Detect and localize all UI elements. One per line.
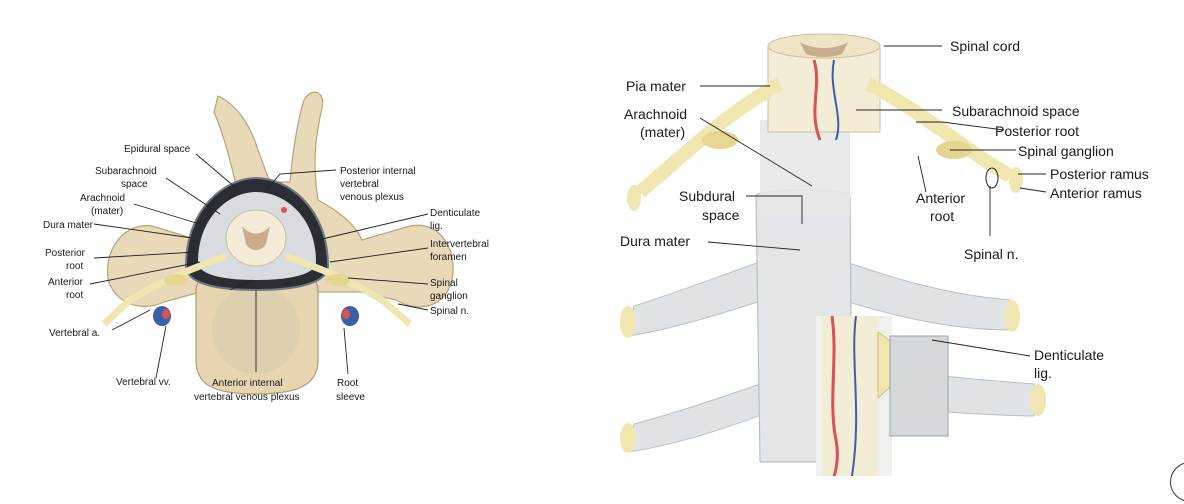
subarachnoid-space-label: Subarachnoid space <box>952 103 1080 119</box>
subdural-space-label-2: space <box>702 207 740 223</box>
spinal-ganglion-label: Spinal ganglion <box>1018 143 1114 159</box>
anterior-internal-plexus-label-1: Anterior internal <box>212 378 283 389</box>
nerve-end-right-upper <box>1004 300 1020 332</box>
anterior-root-label-1: Anterior <box>48 277 84 288</box>
posterior-internal-plexus-label-2: vertebral <box>340 179 379 190</box>
meninges-figure <box>620 33 1046 477</box>
left-leader-lines <box>89 153 429 379</box>
subdural-space-label-1: Subdural <box>679 188 735 204</box>
anterior-internal-plexus-label-2: vertebral venous plexus <box>194 392 300 403</box>
cord-top-grey-matter <box>800 42 848 57</box>
upper-left-ganglion <box>702 131 738 149</box>
anterior-ramus-label: Anterior ramus <box>1050 185 1142 201</box>
spinal-cord-label: Spinal cord <box>950 38 1020 54</box>
arachnoid-label-1: Arachnoid <box>80 193 125 204</box>
arachnoid-sheath <box>760 120 850 216</box>
spinal-ganglion-label-1: Spinal <box>430 278 458 289</box>
denticulate-lig-label-1: Denticulate <box>430 208 480 219</box>
dura-sleeve-right-lower <box>943 375 1035 417</box>
posterior-root-label-2: root <box>66 261 83 272</box>
anterior-root-label-2: root <box>66 290 83 301</box>
posterior-internal-plexus-label-3: venous plexus <box>340 192 404 203</box>
cross-section-figure <box>101 91 454 395</box>
arachnoid-label-2: (mater) <box>640 124 685 140</box>
posterior-root-label-1: Posterior <box>45 248 86 259</box>
right-leader-lines <box>699 45 1047 357</box>
subarachnoid-space-label-1: Subarachnoid <box>95 166 157 177</box>
posterior-ramus-label: Posterior ramus <box>1050 166 1149 182</box>
denticulate-lig-label-1: Denticulate <box>1034 347 1104 363</box>
vertebral-vessel-left-artery <box>162 309 170 319</box>
spinal-ganglion-label-2: ganglion <box>430 291 468 302</box>
left-labels: Epidural space Subarachnoid space Arachn… <box>43 144 489 403</box>
upper-left-nerve-end <box>627 185 641 211</box>
dura-sleeve-left-lower <box>627 383 765 453</box>
grey-matter <box>242 226 270 250</box>
right-spinal-ganglion <box>326 274 350 286</box>
denticulate-lig-label-2: lig. <box>1034 365 1052 381</box>
vertebral-vessel-right-artery <box>342 309 350 319</box>
vertebral-vv-label: Vertebral vv. <box>116 377 171 388</box>
cord-top-cut <box>767 33 881 59</box>
right-labels: Spinal cord Pia mater Arachnoid (mater) … <box>620 38 1149 381</box>
intervertebral-foramen-label-1: Intervertebral <box>430 239 489 250</box>
upper-vein <box>831 59 840 141</box>
upper-right-root <box>864 77 1014 183</box>
upper-left-root <box>635 77 784 198</box>
spinal-n-label: Spinal n. <box>964 246 1018 262</box>
arachnoid-label-2: (mater) <box>91 206 123 217</box>
anterior-root-label-2: root <box>930 208 954 224</box>
arachnoid-label-1: Arachnoid <box>624 106 687 122</box>
exposed-cord <box>822 316 878 476</box>
epidural-space-label: Epidural space <box>124 144 191 155</box>
spinal-n-label: Spinal n. <box>430 306 469 317</box>
posterior-internal-plexus-label-1: Posterior internal <box>340 166 416 177</box>
dura-sleeve-left-upper <box>627 261 765 337</box>
reflected-dura-flap <box>889 335 949 437</box>
upper-right-nerve-end <box>1009 167 1023 193</box>
anterior-root-label-1: Anterior <box>916 190 965 206</box>
pia-mater-label: Pia mater <box>626 78 686 94</box>
dura-mater-label: Dura mater <box>43 220 94 231</box>
cord-upper-segment <box>767 45 881 133</box>
left-spinal-ganglion <box>164 274 188 286</box>
nerve-end-left-lower <box>620 423 636 453</box>
subarachnoid-space-label-2: space <box>121 179 148 190</box>
denticulate-lig-label-2: lig. <box>430 221 443 232</box>
posterior-venous-dot <box>281 207 287 213</box>
root-sleeve-label-1: Root <box>337 378 358 389</box>
spinal-n-ring <box>985 167 999 189</box>
posterior-root-label: Posterior root <box>995 123 1079 139</box>
intervertebral-foramen-label-2: foramen <box>430 252 467 263</box>
exposed-vein <box>851 315 858 477</box>
root-sleeve-label-2: sleeve <box>336 392 365 403</box>
vertebral-a-label: Vertebral a. <box>49 328 100 339</box>
nerve-end-left-upper <box>620 306 636 338</box>
upper-artery <box>812 59 822 141</box>
dura-mater-label: Dura mater <box>620 233 690 249</box>
exposed-artery <box>830 315 839 477</box>
nerve-end-right-lower <box>1030 384 1046 416</box>
